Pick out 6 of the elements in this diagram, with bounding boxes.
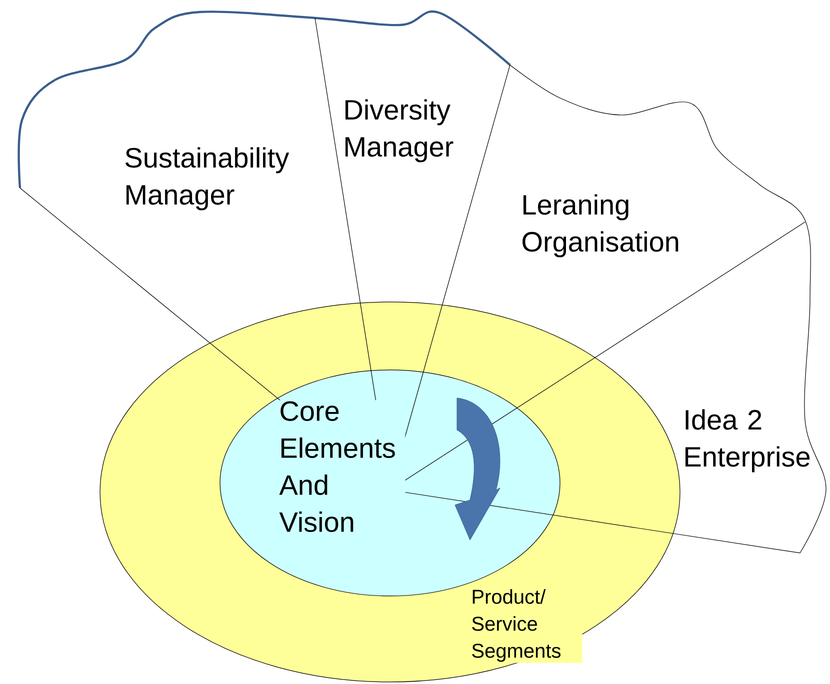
sector-label: Idea 2 Enterprise [686,409,810,472]
sector-label: Leraning Organisation [522,194,678,258]
sector-label: Sustainability Manager [125,147,290,210]
ellipse-text: Core Elements And Vision [278,400,406,533]
ellipse-text: Product/ Service Segments [470,588,582,663]
sector-label: Diversity Manager [346,99,454,162]
